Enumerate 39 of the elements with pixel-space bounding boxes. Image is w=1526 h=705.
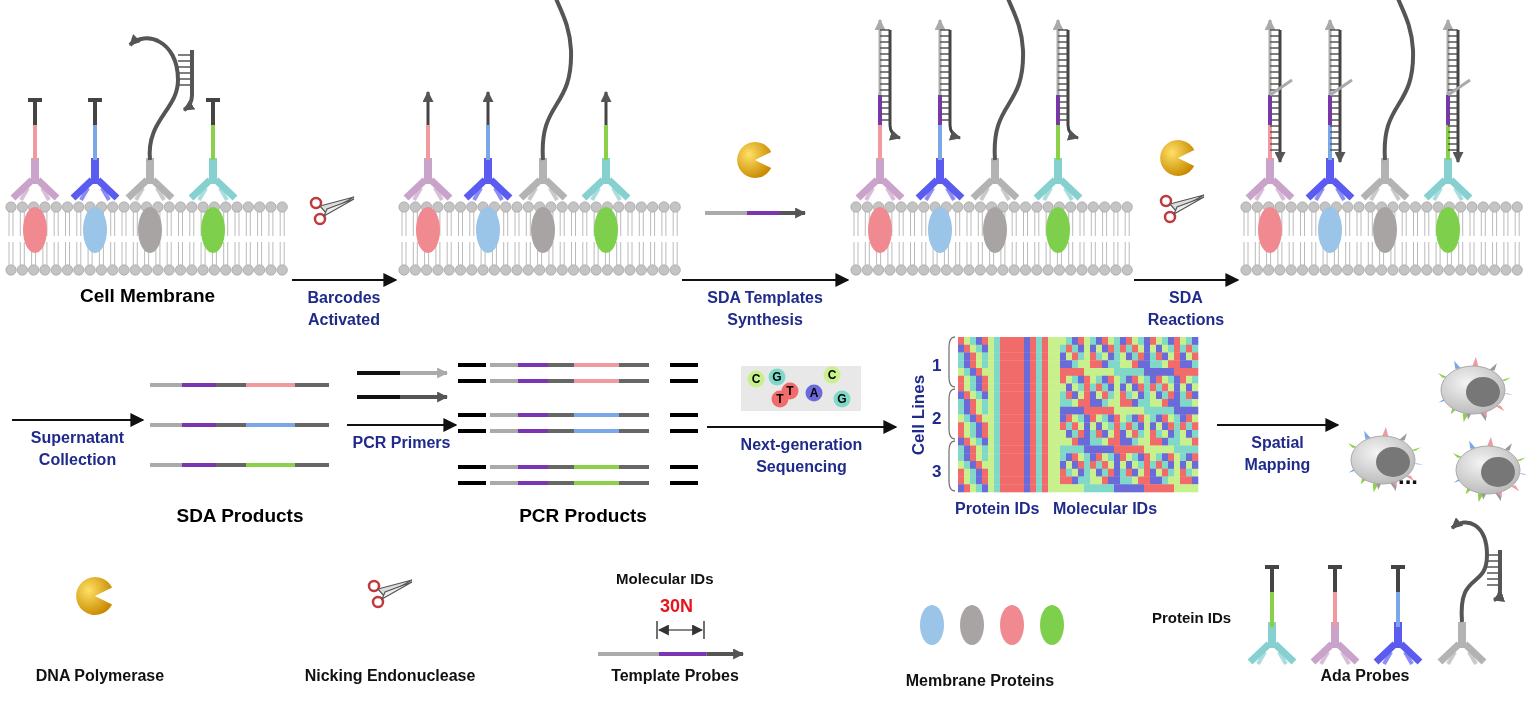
row-number: 1 (932, 356, 942, 376)
edge-label: Next-generation Sequencing (739, 435, 864, 477)
ellipsis: ... (1398, 462, 1418, 490)
nucleotide-letter: C (827, 368, 837, 382)
row-number: 2 (932, 409, 942, 429)
nucleotide-letter: G (772, 370, 782, 384)
nucleotide-letter: T (775, 392, 785, 406)
arrow (681, 273, 850, 287)
arrow (346, 418, 458, 432)
legend-label: Membrane Proteins (904, 672, 1056, 690)
region-label: Protein IDs (1152, 609, 1232, 626)
node-label: SDA Products (175, 505, 305, 527)
column-label: Molecular IDs (1053, 500, 1158, 518)
length-label: 30N (660, 596, 694, 617)
arrow (1216, 418, 1340, 432)
row-number: 3 (932, 462, 942, 482)
node-label: PCR Products (518, 505, 648, 527)
arrow (11, 413, 145, 427)
legend-label: Template Probes (610, 667, 740, 685)
nucleotide-letter: A (809, 386, 819, 400)
arrow (1133, 273, 1240, 287)
nucleotide-letter: G (837, 392, 847, 406)
nucleotide-letter: C (751, 372, 761, 386)
nucleotide-letter: T (785, 384, 795, 398)
edge-label: Supernatant Collection (29, 428, 126, 470)
edge-label: SDA Templates Synthesis (706, 288, 824, 330)
arrow (706, 420, 898, 434)
node-label: Cell Membrane (78, 285, 217, 307)
legend-label: Ada Probes (1319, 667, 1411, 685)
arrow (291, 273, 398, 287)
column-label: Protein IDs (955, 500, 1040, 518)
legend-label: Nicking Endonuclease (303, 667, 477, 685)
edge-label: PCR Primers (351, 433, 452, 453)
edge-label: Barcodes Activated (306, 288, 382, 330)
legend-label: DNA Polymerase (34, 667, 166, 685)
edge-label: Spatial Mapping (1243, 433, 1312, 475)
region-label: Molecular IDs (616, 570, 714, 587)
axis-label: Cell Lines (909, 373, 929, 458)
edge-label: SDA Reactions (1146, 288, 1226, 330)
